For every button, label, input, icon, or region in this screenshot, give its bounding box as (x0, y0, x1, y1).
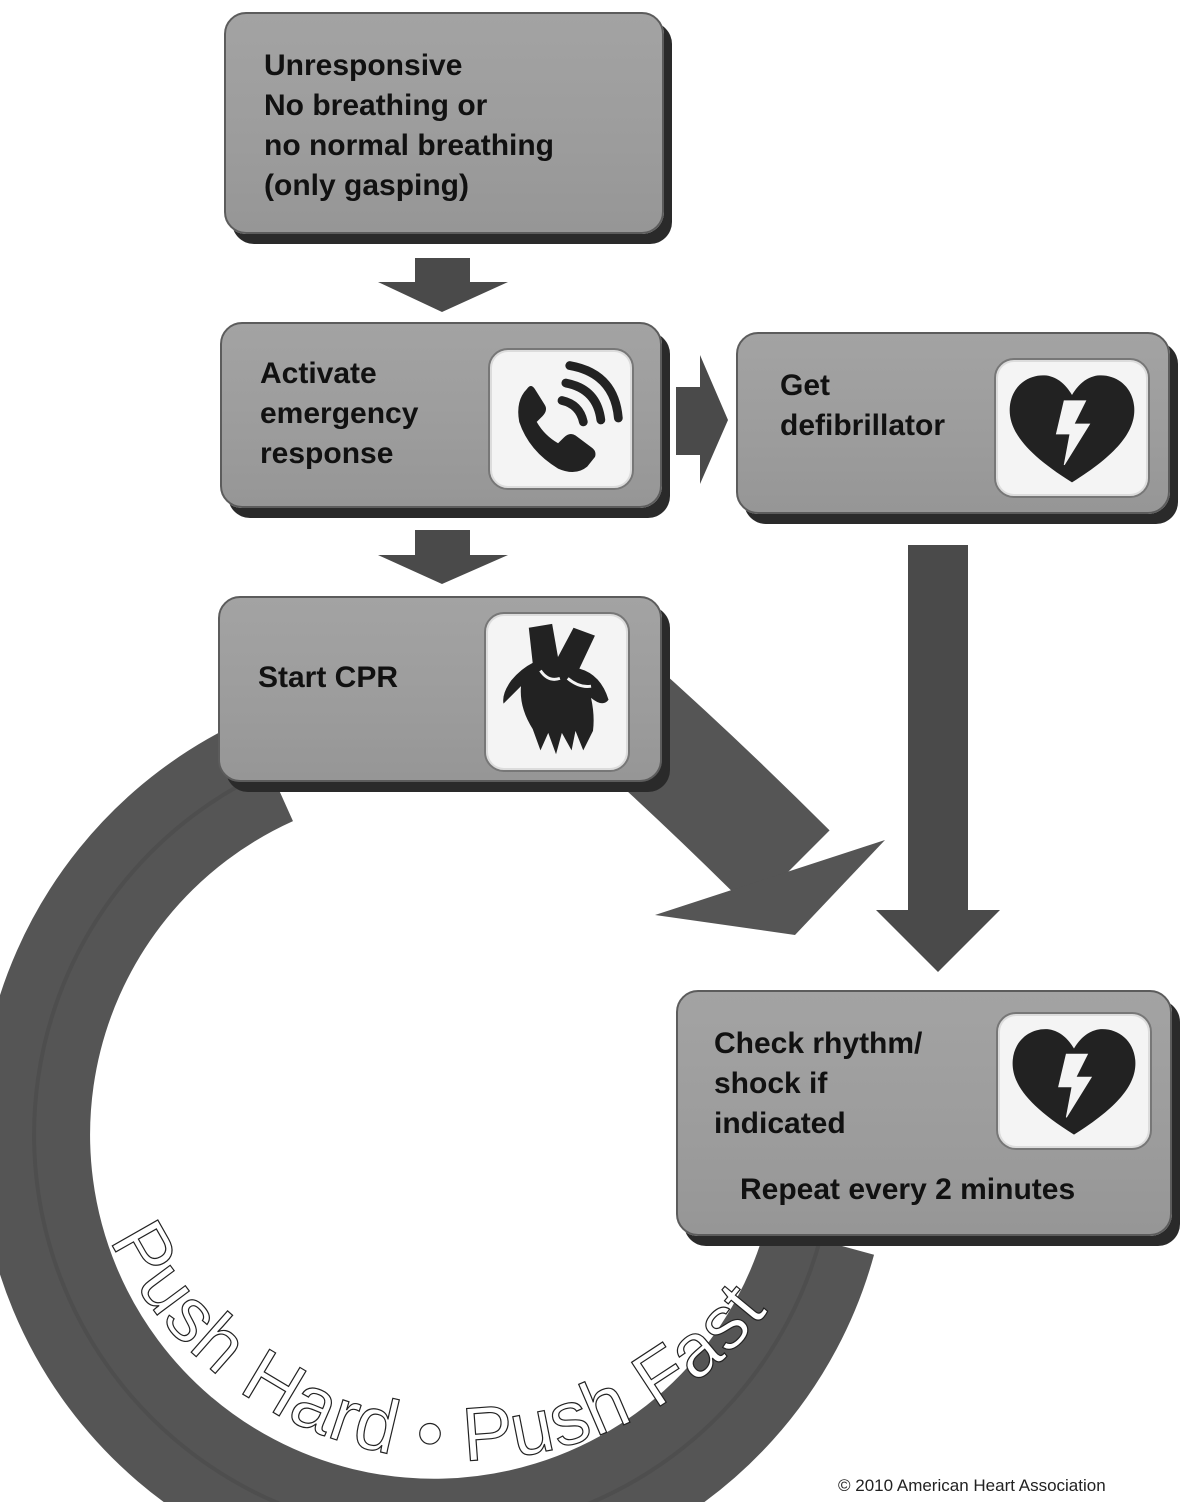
phone-icon-tile (488, 348, 634, 490)
step-activate-box: Activate emergency response (220, 322, 662, 508)
step-check-line-1: Check rhythm/ (714, 1027, 923, 1060)
cpr-loop-band-inner-edge (32, 768, 822, 1502)
step-check-line-3: indicated (714, 1107, 846, 1140)
cpr-loop-arrowhead (655, 840, 885, 935)
heart-lightning-icon-tile (994, 358, 1150, 498)
step-check-note: Repeat every 2 minutes (740, 1173, 1076, 1206)
phone-icon (518, 361, 623, 473)
step-activate-line-1: Activate (260, 357, 377, 390)
copyright-notice: © 2010 American Heart Association (838, 1476, 1106, 1495)
step-unresponsive-line-1: Unresponsive (264, 49, 463, 82)
step-defibrillator-line-2: defibrillator (780, 409, 946, 442)
step-defibrillator-box: Get defibrillator (736, 332, 1170, 514)
step-defibrillator-line-1: Get (780, 369, 831, 402)
step-unresponsive-line-2: No breathing or (264, 89, 488, 122)
step-activate-line-3: response (260, 437, 394, 470)
step-unresponsive-line-4: (only gasping) (264, 169, 469, 202)
step-cpr-box: Start CPR (218, 596, 662, 782)
heart-lightning-icon-tile-2 (996, 1012, 1152, 1150)
cpr-loop-band (0, 718, 874, 1502)
arrow-down-2 (378, 530, 508, 584)
cpr-hands-icon-tile (484, 612, 630, 772)
step-check-line-2: shock if (714, 1067, 828, 1100)
arrow-down-1 (378, 258, 508, 312)
cpr-hands-icon (503, 623, 609, 755)
step-unresponsive-line-3: no normal breathing (264, 129, 555, 162)
arrow-right-1 (676, 355, 728, 484)
heart-lightning-icon (1009, 375, 1135, 483)
step-unresponsive-box: Unresponsive No breathing or no normal b… (224, 12, 664, 234)
step-activate-line-2: emergency (260, 397, 419, 430)
arrow-down-defib (876, 545, 1000, 972)
step-cpr-line-1: Start CPR (258, 661, 399, 694)
heart-lightning-icon (1012, 1029, 1136, 1135)
step-check-rhythm-box: Check rhythm/ shock if indicated Repeat … (676, 990, 1172, 1236)
